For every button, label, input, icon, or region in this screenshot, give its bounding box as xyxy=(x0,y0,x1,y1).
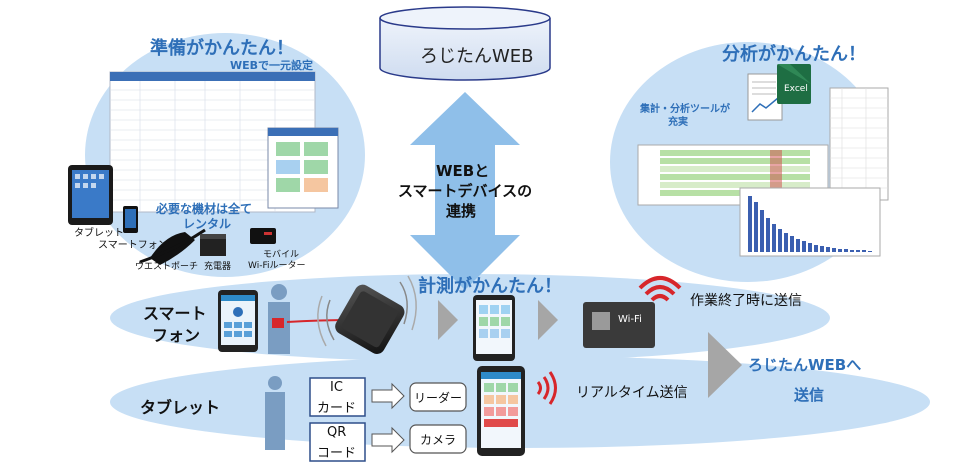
waist-pouch-icon xyxy=(139,228,206,265)
center-arrow-text-1: WEBと xyxy=(436,162,490,180)
arrow-ic-to-reader xyxy=(371,382,405,410)
router-device-icon xyxy=(583,302,655,348)
ic-card-box xyxy=(309,377,366,417)
wifi-signal-icon xyxy=(638,276,682,302)
center-arrow-text-3: 連携 xyxy=(446,202,477,220)
tablet-row-label: タブレット xyxy=(140,398,221,417)
device-waist-pouch-label: ウエストポーチ xyxy=(135,262,199,272)
rental-line-2: レンタル xyxy=(183,217,232,231)
wifi-label: Wi-Fi xyxy=(618,314,642,325)
analysis-title: 分析がかんたん！ xyxy=(722,44,866,65)
web-settings-screenshot xyxy=(109,71,339,213)
reader-label: リーダー xyxy=(414,391,463,405)
excel-label: Excel xyxy=(784,84,808,94)
analysis-tool-line-2: 充実 xyxy=(668,117,688,128)
camera-box xyxy=(409,424,467,454)
qr-code-label-1: QR xyxy=(327,425,347,440)
smartphone-nfc-icon xyxy=(317,275,417,354)
device-router-label-2: Wi-Fiルーター xyxy=(248,261,306,271)
device-router-label-1: モバイル xyxy=(263,250,300,260)
nfc-signal-icon xyxy=(536,371,557,405)
reader-box xyxy=(409,382,467,412)
database-icon xyxy=(379,6,551,81)
smartphone-icon xyxy=(123,206,138,233)
router-icon xyxy=(250,228,276,244)
person-icon xyxy=(268,284,290,354)
smartphone-measure-screen xyxy=(473,295,515,361)
smartphone-row-label-2: フォン xyxy=(152,326,201,345)
ic-card-label-1: IC xyxy=(330,380,343,395)
charger-icon xyxy=(200,234,226,256)
smartphone-app-screen xyxy=(218,290,258,352)
analysis-tool-line-1: 集計・分析ツールが xyxy=(640,104,730,115)
chevron-right-icon xyxy=(438,300,458,340)
chevron-right-icon-2 xyxy=(538,300,558,340)
web-setting-label: WEBで一元設定 xyxy=(230,59,314,72)
send-big-arrow xyxy=(708,332,742,398)
qr-code-label-2: コード xyxy=(317,446,357,461)
excel-icon xyxy=(747,64,811,121)
center-double-arrow xyxy=(410,92,520,290)
person-icon-tablet xyxy=(265,376,285,450)
rental-line-1: 必要な機材は全て xyxy=(156,202,253,216)
db-label: ろじたんWEB xyxy=(420,46,534,67)
arrow-qr-to-camera xyxy=(371,426,405,454)
prep-title: 準備がかんたん！ xyxy=(150,38,294,59)
measure-title: 計測がかんたん！ xyxy=(418,276,562,297)
analysis-bar-chart xyxy=(739,187,881,257)
device-tablet-label: タブレット xyxy=(74,228,124,239)
device-charger-label: 充電器 xyxy=(204,262,232,272)
realtime-send-label: リアルタイム送信 xyxy=(576,385,688,401)
tablet-measure-screen xyxy=(477,366,525,456)
smartphone-row-label-1: スマート xyxy=(143,304,207,323)
device-smartphone-label: スマートフォン xyxy=(98,240,168,251)
qr-code-box xyxy=(309,422,366,462)
center-arrow-text-2: スマートデバイスの xyxy=(398,182,533,200)
send-to-label-2: 送信 xyxy=(794,386,825,404)
ic-card-label-2: カード xyxy=(317,401,357,416)
send-on-end-label: 作業終了時に送信 xyxy=(690,293,802,309)
tablet-icon xyxy=(68,165,113,225)
camera-label: カメラ xyxy=(420,433,457,447)
send-to-label-1: ろじたんWEBへ xyxy=(748,356,862,374)
